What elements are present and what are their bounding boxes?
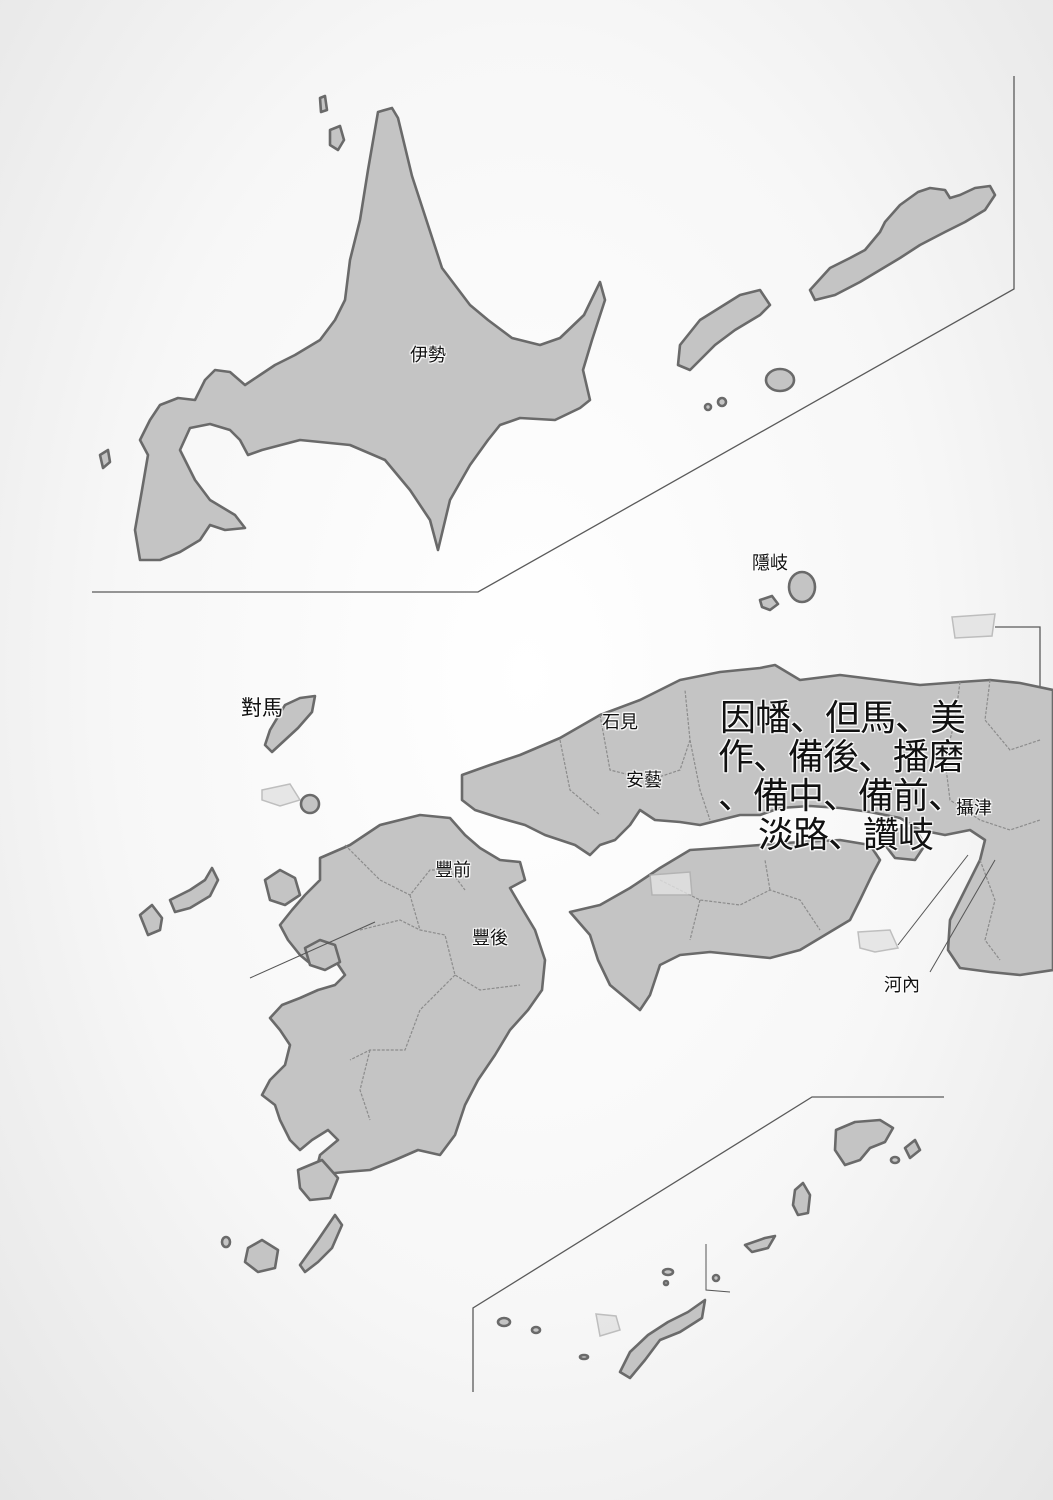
tsushima-island [261,694,321,815]
label-hokkaido: 伊勢 [410,345,446,366]
honshu-province-borders [559,679,1041,961]
leader-line-kyushu [249,921,376,979]
label-province-group-line4: 淡路、讚岐 [758,815,934,856]
label-province-group-line3: 、備中、備前、 [718,776,964,817]
leader-line-inset [705,1244,731,1293]
faint-patch [649,871,693,896]
label-province-group-line2: 作、備後、播磨 [718,737,964,778]
label-aki: 安藝 [626,770,662,791]
inset-frame-north [92,76,1015,593]
shikoku-landmass [568,838,882,1012]
inset-frame-south [472,1096,944,1392]
faint-patch-ne [951,613,996,639]
leader-line-kawachi-a [897,854,969,946]
label-bungo: 豐後 [472,928,508,949]
ryukyu-islands [496,1118,922,1380]
awaji-faint [857,929,900,953]
hokkaido-landmass [98,94,997,562]
label-settsu: 攝津 [956,798,992,819]
oki-islands [758,570,817,612]
honshu-landmass [460,663,1053,977]
label-iwami: 石見 [602,712,638,733]
label-province-group-line1: 因幡、但馬、美 [720,698,966,739]
leader-line-kawachi-b [929,859,996,973]
label-kawachi: 河內 [884,975,920,996]
shikoku-province-borders [659,859,821,941]
label-buzen: 豐前 [435,860,471,881]
label-tsushima: 對馬 [241,696,283,720]
kyushu-province-borders [344,844,521,1121]
label-oki: 隱岐 [752,553,788,574]
kyushu-landmass [138,813,547,1274]
